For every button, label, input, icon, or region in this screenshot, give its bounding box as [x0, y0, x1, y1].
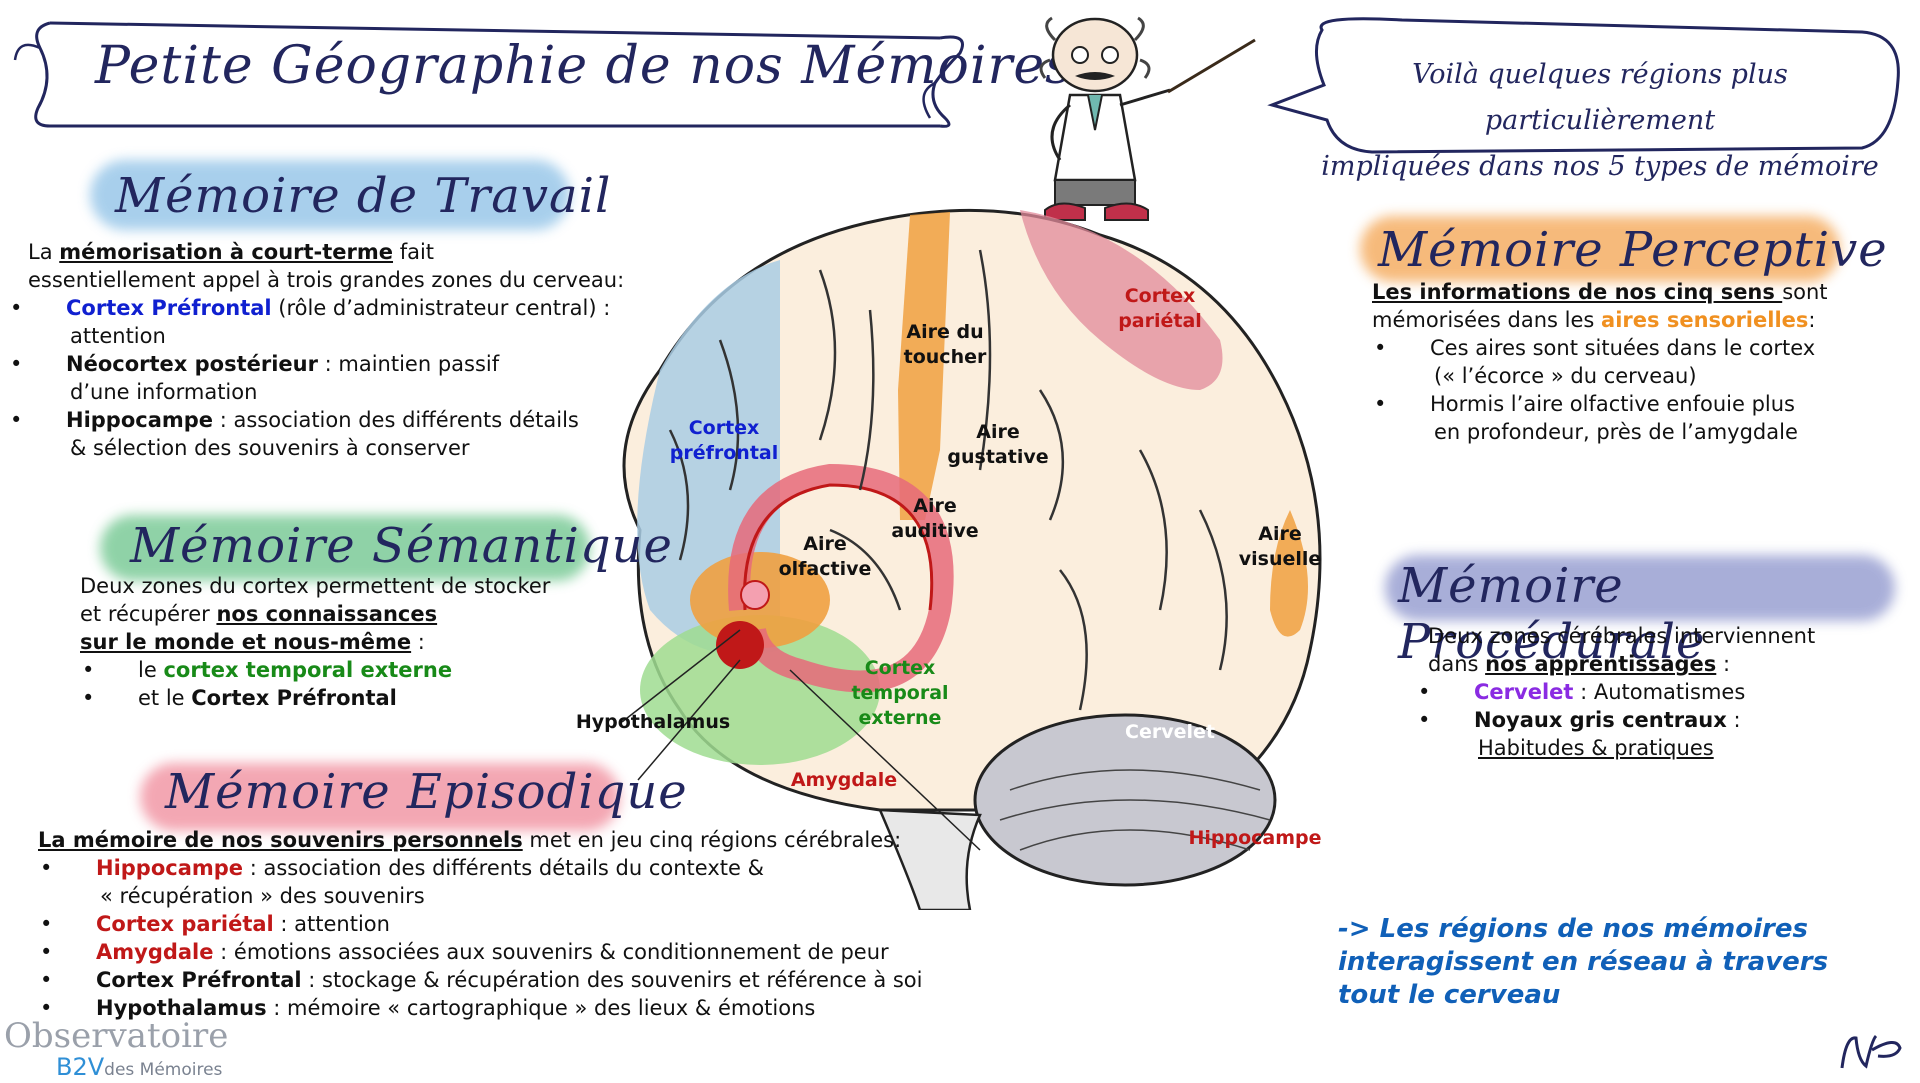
- list-item: Hippocampe : association des différents …: [38, 854, 998, 910]
- label-hypothalamus: Hypothalamus: [575, 711, 731, 733]
- list-item: Noyaux gris centraux :Habitudes & pratiq…: [1416, 706, 1908, 762]
- parietal-area: [1020, 210, 1223, 390]
- list-item: Cervelet : Automatismes: [1416, 678, 1908, 706]
- semantique-section: Deux zones du cortex permettent de stock…: [80, 572, 600, 712]
- touch-area: [898, 212, 950, 520]
- list-item: Néocortex postérieur : maintien passifd’…: [8, 350, 708, 406]
- travail-section: La mémorisation à court-terme fait essen…: [8, 238, 708, 462]
- list-item: Cortex Préfrontal : stockage & récupérat…: [38, 966, 998, 994]
- perceptive-line-1: Les informations de nos cinq sens sont: [1372, 280, 1828, 304]
- list-item: Amygdale : émotions associées aux souven…: [38, 938, 998, 966]
- perceptive-section: Les informations de nos cinq sens sont m…: [1372, 278, 1912, 446]
- semantique-highlight: [100, 515, 590, 581]
- conclusion-text: -> Les régions de nos mémoires interagis…: [1338, 914, 1829, 1010]
- procedurale-highlight: [1385, 555, 1895, 621]
- list-item: Cortex Préfrontal (rôle d’administrateur…: [8, 294, 708, 350]
- label-cervelet: Cervelet: [1125, 721, 1215, 743]
- travail-intro-2: essentiellement appel à trois grandes zo…: [28, 268, 625, 292]
- perceptive-heading: Mémoire Perceptive: [1378, 222, 1888, 278]
- list-item: Hippocampe : association des différents …: [8, 406, 708, 462]
- hypothalamus-dot: [740, 580, 770, 610]
- label-aire-gustative: Aire gustative: [947, 421, 1049, 468]
- episodique-intro: La mémoire de nos souvenirs personnels m…: [38, 828, 902, 852]
- signature-mark: [1840, 1034, 1902, 1069]
- label-aire-visuelle: Aire visuelle: [1238, 523, 1322, 570]
- semantique-line-3: sur le monde et nous-même :: [80, 630, 425, 654]
- professor-illustration: [1039, 16, 1256, 221]
- bubble-line-1: Voilà quelques régions plus particulière…: [1412, 59, 1788, 136]
- label-aire-olfactive: Aire olfactive: [778, 533, 872, 580]
- travail-highlight: [90, 160, 570, 230]
- visual-area: [1270, 510, 1308, 637]
- label-cortex-temporal: Cortex temporal externe: [851, 657, 949, 729]
- amygdala: [716, 621, 764, 669]
- page-title: Petite Géographie de nos Mémoires: [95, 36, 1073, 96]
- bubble-line-2: impliquées dans nos 5 types de mémoire: [1321, 151, 1879, 182]
- travail-heading: Mémoire de Travail: [115, 168, 612, 224]
- procedurale-section: Deux zones cérébrales interviennent dans…: [1418, 622, 1908, 762]
- list-item: et le Cortex Préfrontal: [80, 684, 600, 712]
- episodique-section: La mémoire de nos souvenirs personnels m…: [38, 826, 998, 1022]
- travail-intro: La mémorisation à court-terme fait: [28, 240, 435, 264]
- procedurale-line-1: Deux zones cérébrales interviennent: [1428, 624, 1816, 648]
- logo-line-2: B2Vdes Mémoires: [56, 1053, 223, 1081]
- label-cortex-parietal: Cortex pariétal: [1118, 285, 1202, 332]
- label-aire-toucher: Aire du toucher: [903, 321, 987, 368]
- list-item: Cortex pariétal : attention: [38, 910, 998, 938]
- label-amygdale: Amygdale: [790, 769, 898, 791]
- episodique-highlight: [140, 763, 620, 831]
- speech-bubble-text: Voilà quelques régions plus particulière…: [1300, 52, 1900, 190]
- logo-line-1: Observatoire: [4, 1016, 229, 1056]
- label-aire-auditive: Aire auditive: [891, 495, 979, 542]
- hippocampus: [728, 463, 954, 693]
- speech-bubble: [1267, 17, 1900, 154]
- procedurale-heading: Mémoire Procédurale: [1398, 558, 1706, 670]
- semantique-line-1: Deux zones du cortex permettent de stock…: [80, 574, 551, 598]
- title-scroll: [13, 21, 964, 128]
- procedurale-line-2: dans nos apprentissages :: [1428, 652, 1731, 676]
- perceptive-highlight: [1360, 216, 1840, 282]
- episodique-heading: Mémoire Episodique: [165, 764, 688, 820]
- list-item: Ces aires sont situées dans le cortex(« …: [1372, 334, 1912, 390]
- semantique-line-2: et récupérer nos connaissances: [80, 602, 438, 626]
- observatoire-logo: Observatoire B2Vdes Mémoires: [4, 1018, 228, 1083]
- temporal-area: [640, 615, 880, 765]
- semantique-heading: Mémoire Sémantique: [130, 518, 673, 574]
- list-item: le cortex temporal externe: [80, 656, 600, 684]
- label-hippocampe: Hippocampe: [1188, 827, 1322, 849]
- list-item: Hypothalamus : mémoire « cartographique …: [38, 994, 998, 1022]
- perceptive-line-2: mémorisées dans les aires sensorielles:: [1372, 308, 1816, 332]
- brain-illustration: [621, 208, 1322, 910]
